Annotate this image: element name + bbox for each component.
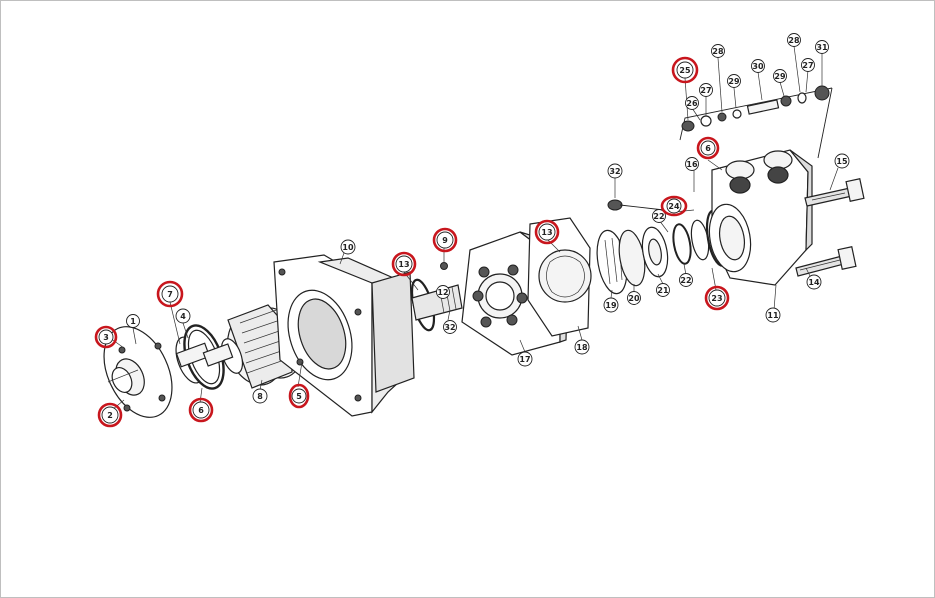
callout-part-32: 32 <box>607 163 623 179</box>
valve-spool-part <box>679 45 833 159</box>
callout-label: 30 <box>752 62 764 71</box>
callout-label: 23 <box>711 294 722 303</box>
callout-label: 22 <box>680 276 691 285</box>
callout-label: 28 <box>712 47 724 56</box>
callout-label: 10 <box>342 243 354 252</box>
callout-part-19: 19 <box>603 297 619 313</box>
callout-label: 5 <box>296 392 302 401</box>
callout-label: 1 <box>130 317 136 326</box>
gerotor-part <box>527 217 592 337</box>
callout-part-2: 2 <box>97 402 123 428</box>
callout-label: 26 <box>686 99 698 108</box>
callout-label: 9 <box>442 236 448 245</box>
callout-label: 22 <box>653 212 664 221</box>
callout-part-15: 15 <box>834 153 850 169</box>
callout-label: 29 <box>774 72 786 81</box>
callout-part-29-right: 29 <box>773 69 787 83</box>
callout-label: 32 <box>444 323 455 332</box>
callout-label: 16 <box>686 160 698 169</box>
callout-label: 17 <box>519 355 530 364</box>
callout-part-21: 21 <box>656 283 670 297</box>
callout-part-26: 26 <box>685 96 699 110</box>
callout-part-18: 18 <box>574 339 590 355</box>
callout-part-3: 3 <box>94 325 118 349</box>
callout-part-25: 25 <box>671 56 699 84</box>
callout-label: 32 <box>609 167 620 176</box>
callout-label: 6 <box>705 144 711 153</box>
end-cap-part <box>103 326 173 418</box>
callout-part-10: 10 <box>340 239 356 255</box>
callout-part-6-housing: 6 <box>696 136 720 160</box>
callout-part-8: 8 <box>252 388 268 404</box>
callout-label: 28 <box>788 36 800 45</box>
callout-label: 27 <box>802 61 813 70</box>
callout-label: 8 <box>257 392 263 401</box>
callout-part-24: 24 <box>660 195 688 217</box>
seal-rings-part <box>175 324 225 390</box>
callout-label: 13 <box>541 228 552 237</box>
callout-part-14: 14 <box>806 274 822 290</box>
small-bolt-part <box>607 199 665 211</box>
callout-part-28: 28 <box>711 44 725 58</box>
callout-label: 12 <box>437 288 448 297</box>
callout-part-9: 9 <box>432 227 458 253</box>
bolts-part <box>795 178 865 277</box>
callout-label: 13 <box>398 260 409 269</box>
callout-part-29: 29 <box>727 74 741 88</box>
callout-part-7: 7 <box>156 280 184 308</box>
callout-part-27: 27 <box>699 83 713 97</box>
callout-part-27-right: 27 <box>801 58 815 72</box>
callout-label: 19 <box>605 301 617 310</box>
callout-part-13-gerotor: 13 <box>534 219 560 245</box>
callout-part-20: 20 <box>627 291 641 305</box>
callout-label: 2 <box>107 411 113 420</box>
callout-part-32-shaft: 32 <box>443 320 457 334</box>
callout-part-22: 22 <box>652 209 666 223</box>
callout-label: 14 <box>808 278 820 287</box>
callout-part-17: 17 <box>517 351 533 367</box>
flange-housing-part <box>273 254 415 417</box>
callout-part-13: 13 <box>391 251 417 277</box>
callout-label: 7 <box>167 290 173 299</box>
callout-part-31: 31 <box>815 40 829 54</box>
callout-part-30: 30 <box>751 59 765 73</box>
callout-part-16: 16 <box>685 157 699 171</box>
callout-label: 29 <box>728 77 740 86</box>
valve-housing-part <box>708 149 813 286</box>
callout-part-28-right: 28 <box>787 33 801 47</box>
callout-label: 27 <box>700 86 711 95</box>
callout-part-23: 23 <box>704 285 730 311</box>
callout-part-4: 4 <box>175 308 191 324</box>
callout-part-5: 5 <box>288 383 310 409</box>
callout-label: 3 <box>103 333 109 342</box>
callout-label: 18 <box>576 343 588 352</box>
callout-label: 15 <box>836 157 848 166</box>
callout-part-22-lower: 22 <box>679 273 693 287</box>
callout-part-11: 11 <box>765 307 781 323</box>
callout-label: 11 <box>767 311 779 320</box>
callout-label: 24 <box>668 202 680 211</box>
callout-label: 20 <box>628 294 640 303</box>
callout-part-12: 12 <box>436 285 450 299</box>
callout-label: 6 <box>198 406 204 415</box>
callout-part-1: 1 <box>126 314 140 328</box>
callout-label: 31 <box>816 43 828 52</box>
callout-label: 25 <box>679 66 691 75</box>
callout-label: 21 <box>657 286 669 295</box>
callout-label: 4 <box>180 312 186 321</box>
callout-part-6: 6 <box>188 397 214 423</box>
